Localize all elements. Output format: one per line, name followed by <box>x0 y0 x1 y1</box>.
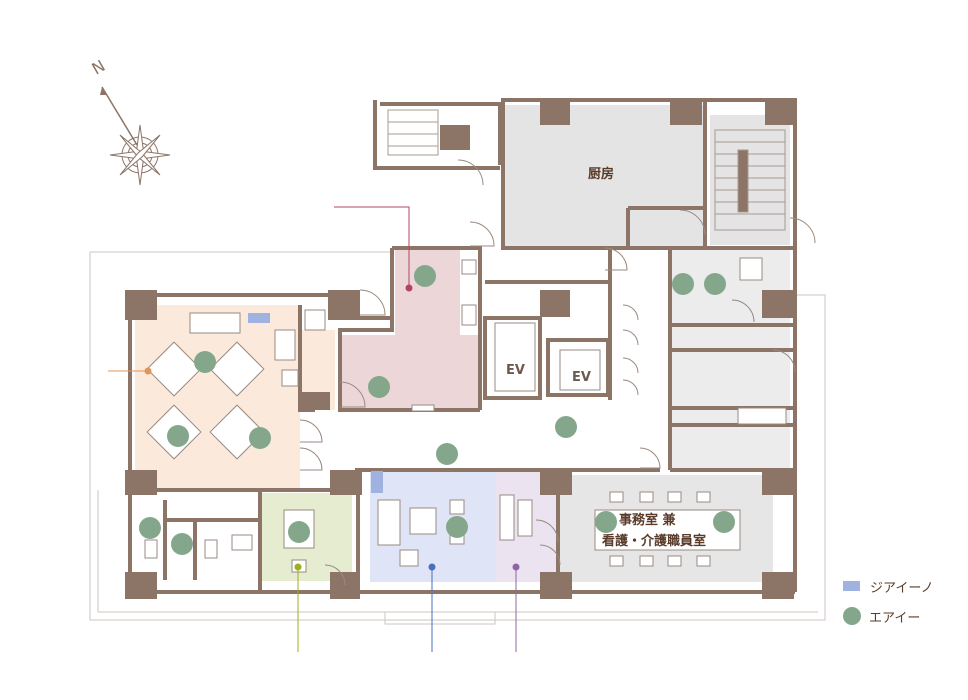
airy-dot <box>595 511 617 533</box>
compass-icon: N <box>89 56 171 186</box>
pink-room-top <box>395 250 460 335</box>
airy-dot <box>672 273 694 295</box>
office-label-line1: 事務室 兼 <box>619 512 677 528</box>
ev2-label: EV <box>572 370 591 385</box>
kitchen-label: 厨房 <box>588 166 614 182</box>
stair-treads <box>387 109 786 231</box>
airy-dot <box>436 443 458 465</box>
airy-dot <box>368 376 390 398</box>
legend-item-airy: エアイー <box>843 604 963 628</box>
legend: ジアイーノ エアイー <box>843 574 963 634</box>
legend-label: ジアイーノ <box>870 580 934 596</box>
airy-swatch-icon <box>843 607 861 625</box>
ziaino-swatch-icon <box>843 581 860 591</box>
columns <box>125 100 795 599</box>
airy-dot <box>288 521 310 543</box>
airy-units <box>139 265 735 555</box>
ziaino-dining <box>248 313 270 323</box>
site-boundary <box>89 251 826 625</box>
pink-room-main <box>340 335 480 410</box>
ziaino-blue-room <box>371 471 383 493</box>
office-label-line2: 看護・介護職員室 <box>602 533 706 549</box>
dining-room <box>135 305 300 490</box>
ziaino-units <box>248 313 383 493</box>
kitchen-area <box>505 105 703 250</box>
airy-dot <box>704 273 726 295</box>
airy-dot <box>167 425 189 447</box>
legend-item-ziaino: ジアイーノ <box>843 574 963 598</box>
ev1-label: EV <box>506 363 525 378</box>
airy-dot <box>139 517 161 539</box>
legend-label: エアイー <box>869 610 921 626</box>
callout-lines <box>108 206 520 652</box>
airy-dot <box>446 516 468 538</box>
airy-dot <box>414 265 436 287</box>
doors <box>299 159 816 586</box>
walls <box>128 98 797 594</box>
stair-area <box>710 115 790 245</box>
dining-furniture <box>146 309 326 460</box>
airy-dot <box>194 351 216 373</box>
airy-dot <box>249 427 271 449</box>
airy-dot <box>171 533 193 555</box>
airy-dot <box>713 511 735 533</box>
airy-dot <box>555 416 577 438</box>
compass-north-label: N <box>89 56 109 78</box>
room-fills <box>135 105 790 582</box>
